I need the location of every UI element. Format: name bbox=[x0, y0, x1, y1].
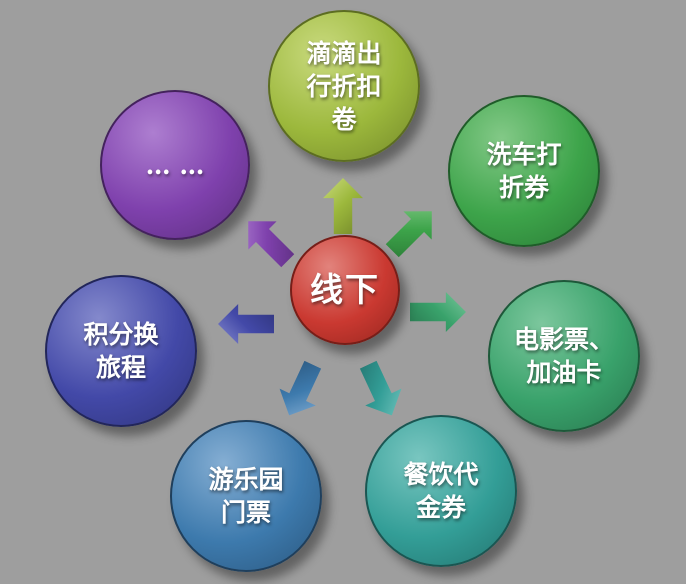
node-movie-ticket-gas-card: 电影票、 加油卡 bbox=[488, 280, 640, 432]
node-didi-discount-coupon-label: 滴滴出 行折扣 卷 bbox=[306, 38, 382, 134]
node-offline-hub-label: 线下 bbox=[310, 270, 380, 310]
arrow-right-icon bbox=[410, 292, 466, 332]
arrow-down-right-icon bbox=[350, 356, 410, 424]
node-amusement-park-ticket: 游乐园 门票 bbox=[170, 420, 322, 572]
node-amusement-park-ticket-label: 游乐园 门票 bbox=[208, 465, 284, 527]
node-points-for-travel-label: 积分换 旅程 bbox=[83, 320, 159, 382]
node-movie-ticket-gas-card-label: 电影票、 加油卡 bbox=[513, 325, 614, 387]
node-more-ellipsis-label: … … bbox=[145, 150, 205, 180]
node-dining-voucher-label: 餐饮代 金券 bbox=[403, 460, 479, 522]
arrow-left-icon bbox=[218, 304, 274, 344]
node-more-ellipsis: … … bbox=[100, 90, 250, 240]
arrow-up-right-icon bbox=[378, 197, 446, 265]
node-points-for-travel: 积分换 旅程 bbox=[45, 275, 197, 427]
node-offline-hub: 线下 bbox=[290, 235, 400, 345]
node-dining-voucher: 餐饮代 金券 bbox=[365, 415, 517, 567]
node-car-wash-coupon: 洗车打 折券 bbox=[448, 95, 600, 247]
arrow-up-left-icon bbox=[234, 207, 302, 275]
node-didi-discount-coupon: 滴滴出 行折扣 卷 bbox=[268, 10, 420, 162]
node-car-wash-coupon-label: 洗车打 折券 bbox=[486, 140, 562, 202]
arrow-up-icon bbox=[323, 178, 363, 234]
arrow-down-left-icon bbox=[271, 356, 331, 424]
